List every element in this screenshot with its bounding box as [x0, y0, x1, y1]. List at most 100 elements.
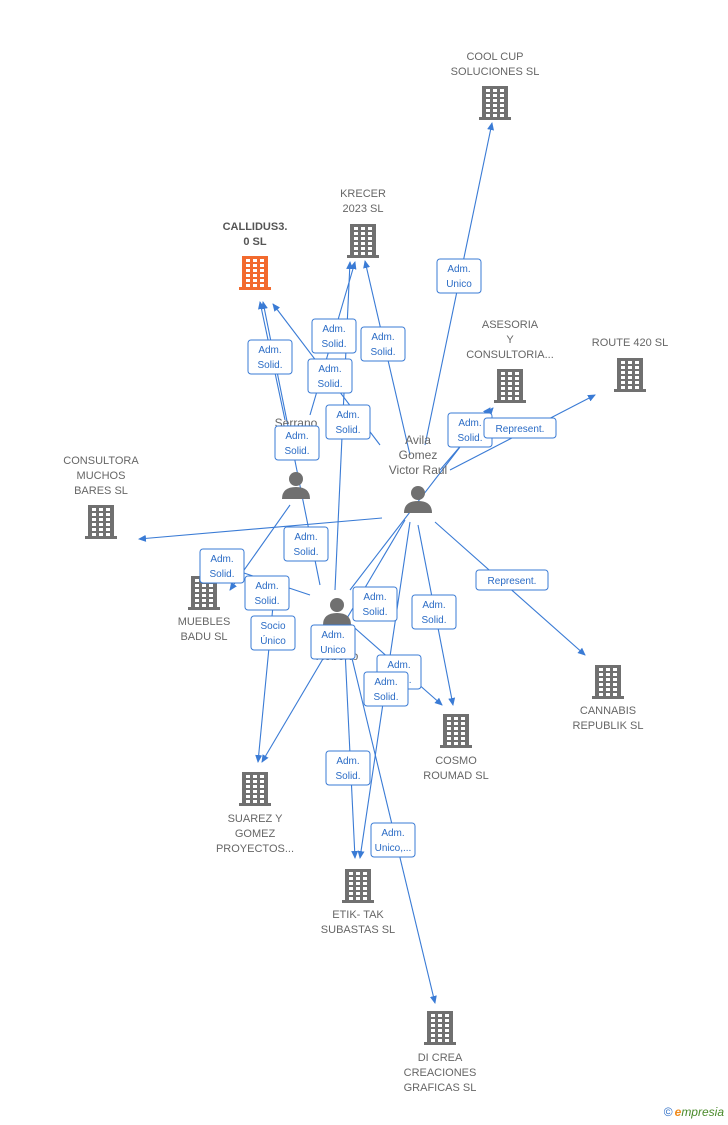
- edge-label-box[interactable]: [370, 822, 416, 858]
- node-label-suarez: PROYECTOS...: [216, 843, 294, 855]
- building-window: [260, 264, 264, 267]
- company-coolcup-icon[interactable]: [479, 86, 511, 120]
- building-window: [431, 1039, 435, 1042]
- company-muchos-icon[interactable]: [85, 505, 117, 539]
- edge-label-avila-muchos[interactable]: Adm.Solid.: [199, 548, 245, 584]
- edge-label-roberto-asesoria[interactable]: Adm.Solid.: [352, 586, 398, 622]
- building-window: [92, 513, 96, 516]
- edge-label-avila-cannabis[interactable]: Represent.: [475, 569, 549, 591]
- edge-label-text: Adm.: [387, 660, 410, 671]
- company-krecer-icon[interactable]: [347, 224, 379, 258]
- edge-label-text: Solid.: [257, 360, 282, 371]
- edge-label-roberto-callidus[interactable]: Adm.Solid.: [274, 425, 320, 461]
- edge-label-avila-asesoria[interactable]: Adm.Solid.: [447, 412, 493, 448]
- edge-label-avila-cosmo[interactable]: Adm.Solid.: [411, 594, 457, 630]
- building-window: [486, 94, 490, 97]
- edge-label-text: Solid.: [321, 339, 346, 350]
- edge-label-text: Adm.: [258, 345, 281, 356]
- node-label-muebles: MUEBLES: [178, 616, 231, 628]
- company-callidus-icon[interactable]: [239, 256, 271, 290]
- edge-label-box[interactable]: [475, 569, 549, 591]
- building-window: [246, 264, 250, 267]
- building-window: [461, 717, 465, 720]
- edge-label-box[interactable]: [325, 404, 371, 440]
- building-window: [246, 269, 250, 272]
- edge-label-avila-suarez[interactable]: Adm.Unico: [310, 624, 356, 660]
- edge-label-roberto-etik[interactable]: Adm.Solid.: [363, 671, 409, 707]
- company-cosmo-icon[interactable]: [440, 714, 472, 748]
- person-serrano-icon[interactable]: [282, 472, 310, 499]
- edge-label-avila-callidus[interactable]: Adm.Solid.: [307, 358, 353, 394]
- node-label-muebles: BADU SL: [180, 631, 227, 643]
- edge-label-text: Solid.: [335, 425, 360, 436]
- edge-label-box[interactable]: [250, 615, 296, 651]
- edge-label-avila-route420[interactable]: Represent.: [483, 417, 557, 439]
- node-label-coolcup: SOLUCIONES SL: [451, 66, 540, 78]
- company-cannabis-icon[interactable]: [592, 665, 624, 699]
- edge-label-avila-krecer[interactable]: Adm.Solid.: [360, 326, 406, 362]
- edge-label-box[interactable]: [274, 425, 320, 461]
- edge-label-box[interactable]: [360, 326, 406, 362]
- building-window: [500, 89, 504, 92]
- edge-label-box[interactable]: [363, 671, 409, 707]
- building-window: [431, 1029, 435, 1032]
- building-window: [454, 732, 458, 735]
- person-roberto-icon[interactable]: [323, 598, 351, 625]
- edge-label-box[interactable]: [311, 318, 357, 354]
- building-window: [447, 732, 451, 735]
- edge-label-text: Solid.: [317, 379, 342, 390]
- edge-label-box[interactable]: [310, 624, 356, 660]
- building-window: [260, 259, 264, 262]
- building-window: [260, 780, 264, 783]
- building-window: [354, 247, 358, 250]
- building-window: [501, 387, 505, 390]
- building-window: [253, 284, 257, 287]
- building-window: [431, 1014, 435, 1017]
- edge-label-text: Solid.: [335, 771, 360, 782]
- person-head: [289, 472, 303, 486]
- company-route420-icon[interactable]: [614, 358, 646, 392]
- edge-label-roberto-krecer[interactable]: Adm.Solid.: [325, 404, 371, 440]
- building-window: [349, 887, 353, 890]
- edge-label-roberto-dicrea[interactable]: Adm.Unico,...: [370, 822, 416, 858]
- edge-label-serrano-krecer[interactable]: Adm.Solid.: [311, 318, 357, 354]
- company-suarez-icon[interactable]: [239, 772, 271, 806]
- company-asesoria-icon[interactable]: [494, 369, 526, 403]
- edge-label-roberto-muchos[interactable]: Adm.Solid.: [283, 526, 329, 562]
- edge-label-text: Adm.: [447, 264, 470, 275]
- building-window: [246, 279, 250, 282]
- edge-label-box[interactable]: [483, 417, 557, 439]
- node-label-cannabis: REPUBLIK SL: [573, 720, 644, 732]
- edge-label-box[interactable]: [244, 575, 290, 611]
- building-window: [356, 897, 360, 900]
- building-window: [508, 382, 512, 385]
- edge-label-serrano-callidus[interactable]: Adm. Solid.: [247, 339, 293, 375]
- edge-label-box[interactable]: [411, 594, 457, 630]
- edge-label-box[interactable]: [436, 258, 482, 294]
- person-body: [323, 613, 351, 625]
- company-etik-icon[interactable]: [342, 869, 374, 903]
- building-window: [515, 382, 519, 385]
- edge-label-serrano-muebles[interactable]: Adm.Solid.: [244, 575, 290, 611]
- building-window: [361, 252, 365, 255]
- building-window: [99, 518, 103, 521]
- edge-label-box[interactable]: [247, 339, 293, 375]
- edge-label-avila-coolcup[interactable]: Adm.Unico: [436, 258, 482, 294]
- company-dicrea-icon[interactable]: [424, 1011, 456, 1045]
- edge-label-avila-etik[interactable]: Adm.Solid.: [325, 750, 371, 786]
- node-label-muchos: CONSULTORA: [63, 455, 139, 467]
- person-avila-icon[interactable]: [404, 486, 432, 513]
- edge-label-box[interactable]: [352, 586, 398, 622]
- edge-label-box[interactable]: [307, 358, 353, 394]
- building-window: [361, 247, 365, 250]
- node-label-route420: ROUTE 420 SL: [592, 337, 668, 349]
- building-window: [363, 892, 367, 895]
- building-window: [508, 392, 512, 395]
- building-window: [246, 780, 250, 783]
- edge-label-box[interactable]: [199, 548, 245, 584]
- building-window: [209, 604, 213, 607]
- edge-label-box[interactable]: [283, 526, 329, 562]
- edge-label-box[interactable]: [325, 750, 371, 786]
- building-window: [445, 1039, 449, 1042]
